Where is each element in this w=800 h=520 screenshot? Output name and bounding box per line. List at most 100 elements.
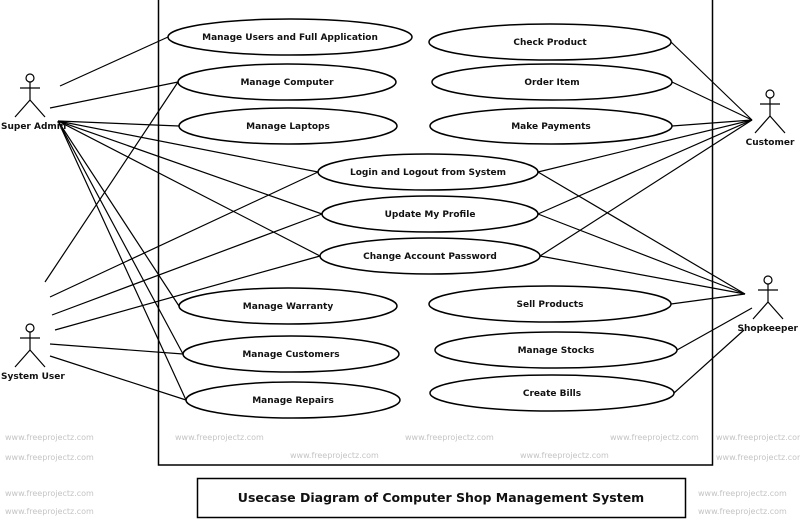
stick-figure-icon: [752, 275, 784, 320]
use-case-ellipse: [431, 63, 673, 101]
use-case-ellipse: [317, 153, 539, 191]
use-case-label: Update My Profile: [385, 210, 476, 220]
watermark-text: www.freeprojectz.com: [405, 433, 494, 442]
association-shopkeeper-manage_stocks: [676, 307, 753, 351]
use-case-create-bills[interactable]: Create Bills: [429, 374, 675, 412]
association-system_user-login_logout: [49, 171, 319, 298]
use-case-check-product[interactable]: Check Product: [428, 23, 672, 61]
use-case-login-logout[interactable]: Login and Logout from System: [317, 153, 539, 191]
use-case-label: Change Account Password: [363, 252, 497, 262]
use-case-label: Manage Users and Full Application: [202, 33, 378, 43]
use-case-label: Sell Products: [517, 300, 584, 310]
use-case-make-payments[interactable]: Make Payments: [429, 107, 673, 145]
association-system_user-update_profile: [51, 213, 323, 316]
use-case-ellipse: [428, 285, 672, 323]
use-case-ellipse: [177, 63, 397, 101]
use-case-label: Manage Customers: [242, 350, 339, 360]
use-case-label: Manage Repairs: [252, 396, 334, 406]
use-case-ellipse: [434, 331, 678, 369]
use-case-label: Manage Computer: [240, 78, 334, 88]
use-case-manage-computer[interactable]: Manage Computer: [177, 63, 397, 101]
use-case-ellipse: [185, 381, 401, 419]
watermark-text: www.freeprojectz.com: [5, 489, 94, 498]
association-shopkeeper-update_profile: [537, 213, 746, 295]
watermark-text: www.freeprojectz.com: [520, 451, 609, 460]
watermark-layer: www.freeprojectz.comwww.freeprojectz.com…: [5, 433, 800, 516]
association-customer-check_product: [670, 41, 753, 121]
use-case-change-password[interactable]: Change Account Password: [319, 237, 541, 275]
association-customer-change_password: [539, 119, 753, 257]
use-case-ellipse: [178, 287, 398, 325]
association-shopkeeper-change_password: [539, 255, 746, 295]
stick-figure-icon: [14, 323, 46, 368]
use-case-update-profile[interactable]: Update My Profile: [321, 195, 539, 233]
associations: [44, 36, 753, 401]
association-shopkeeper-create_bills: [673, 329, 745, 394]
actor-label: Shopkeeper: [738, 324, 799, 334]
diagram-title: Usecase Diagram of Computer Shop Managem…: [238, 490, 644, 505]
association-super_admin-manage_laptops: [57, 120, 180, 127]
use-case-ellipse: [428, 23, 672, 61]
watermark-text: www.freeprojectz.com: [5, 453, 94, 462]
watermark-text: www.freeprojectz.com: [5, 433, 94, 442]
use-case-label: Login and Logout from System: [350, 168, 506, 178]
association-super_admin-manage_warranty: [57, 120, 180, 307]
use-case-label: Order Item: [524, 78, 579, 88]
use-case-manage-users[interactable]: Manage Users and Full Application: [167, 18, 413, 56]
actor-label: Super Admin: [1, 122, 66, 132]
use-case-ellipse: [182, 335, 400, 373]
title-box: [196, 477, 687, 519]
association-super_admin-update_profile: [57, 120, 323, 215]
association-super_admin-manage_customers: [57, 120, 184, 355]
watermark-text: www.freeprojectz.com: [610, 433, 699, 442]
use-case-manage-laptops[interactable]: Manage Laptops: [178, 107, 398, 145]
association-system_user-change_password: [54, 255, 321, 331]
actor-customer[interactable]: Customer: [746, 89, 795, 148]
watermark-text: www.freeprojectz.com: [698, 489, 787, 498]
actor-label: Customer: [746, 138, 795, 148]
association-customer-order_item: [671, 81, 753, 121]
association-super_admin-change_password: [57, 120, 321, 257]
association-system_user-manage_repairs: [49, 355, 187, 401]
use-case-label: Create Bills: [523, 389, 581, 399]
watermark-text: www.freeprojectz.com: [716, 453, 800, 462]
watermark-text: www.freeprojectz.com: [698, 507, 787, 516]
association-customer-make_payments: [671, 119, 753, 127]
use-case-ellipse: [167, 18, 413, 56]
association-customer-login_logout: [537, 119, 753, 173]
system-boundary: [157, 0, 714, 466]
use-case-ellipse: [429, 374, 675, 412]
association-shopkeeper-login_logout: [537, 171, 746, 295]
use-case-manage-stocks[interactable]: Manage Stocks: [434, 331, 678, 369]
association-super_admin-manage_users: [59, 36, 169, 87]
use-case-sell-products[interactable]: Sell Products: [428, 285, 672, 323]
use-case-label: Manage Stocks: [518, 346, 595, 356]
use-case-manage-repairs[interactable]: Manage Repairs: [185, 381, 401, 419]
stick-figure-icon: [754, 89, 786, 134]
use-case-ellipse: [178, 107, 398, 145]
use-case-label: Check Product: [513, 38, 587, 48]
association-super_admin-manage_computer: [49, 81, 179, 109]
watermark-text: www.freeprojectz.com: [175, 433, 264, 442]
use-case-ellipse: [319, 237, 541, 275]
use-case-label: Manage Laptops: [246, 122, 330, 132]
association-customer-update_profile: [537, 119, 753, 215]
use-case-label: Manage Warranty: [243, 302, 334, 312]
actor-system-user[interactable]: System User: [1, 323, 65, 382]
actor-shopkeeper[interactable]: Shopkeeper: [738, 275, 799, 334]
use-case-ellipse: [429, 107, 673, 145]
association-system_user-manage_computer: [44, 81, 179, 283]
use-case-manage-warranty[interactable]: Manage Warranty: [178, 287, 398, 325]
actor-label: System User: [1, 372, 65, 382]
actor-super-admin[interactable]: Super Admin: [1, 73, 66, 132]
use-case-label: Make Payments: [511, 122, 591, 132]
use-case-manage-customers[interactable]: Manage Customers: [182, 335, 400, 373]
association-super_admin-manage_repairs: [57, 120, 187, 401]
association-system_user-manage_customers: [49, 343, 184, 355]
use-cases: Manage Users and Full ApplicationManage …: [167, 18, 678, 419]
use-case-order-item[interactable]: Order Item: [431, 63, 673, 101]
watermark-text: www.freeprojectz.com: [716, 433, 800, 442]
